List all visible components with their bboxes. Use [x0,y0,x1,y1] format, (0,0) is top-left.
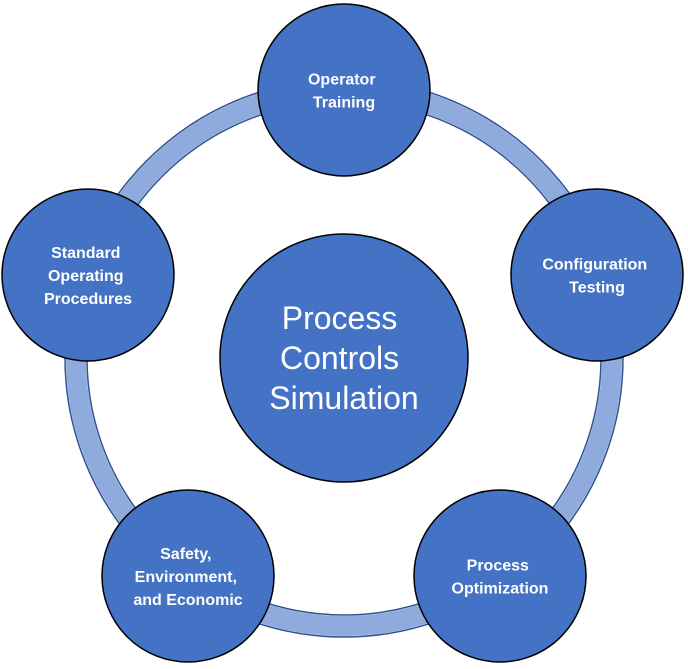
node-label-line: Standard [51,245,120,262]
node-circle [101,489,275,663]
node-circle [510,188,684,362]
node-circle [413,489,587,663]
center-title-line: Simulation [269,380,418,416]
node-label: Configuration Testing [542,257,651,297]
center-node: Process Controls Simulation [219,233,469,483]
node-label-line: Operator [308,72,376,89]
center-title: Process Controls Simulation [269,300,418,416]
node-label-line: Testing [569,280,625,297]
node-label-line: Procedures [44,291,132,308]
center-title-line: Process [282,300,398,336]
node-label-line: Training [313,95,375,112]
node-operator-training: Operator Training [257,3,431,177]
node-label-line: and Economic [133,592,242,609]
node-label: Safety, Environment, and Economic [133,546,242,609]
node-process-optimization: Process Optimization [413,489,587,663]
node-safety-environment-economic: Safety, Environment, and Economic [101,489,275,663]
node-label-line: Environment, [135,569,237,586]
center-circle [219,233,469,483]
node-label-line: Safety, [160,546,211,563]
node-circle [257,3,431,177]
center-title-line: Controls [280,340,399,376]
node-label: Operator Training [308,72,380,112]
node-configuration-testing: Configuration Testing [510,188,684,362]
node-label-line: Optimization [452,581,549,598]
node-standard-operating-procedures: Standard Operating Procedures [1,188,175,362]
node-label-line: Operating [48,268,124,285]
node-label-line: Process [467,558,529,575]
node-label-line: Configuration [542,257,647,274]
node-label: Standard Operating Procedures [44,245,132,308]
node-label: Process Optimization [452,558,549,598]
node-circle [1,188,175,362]
